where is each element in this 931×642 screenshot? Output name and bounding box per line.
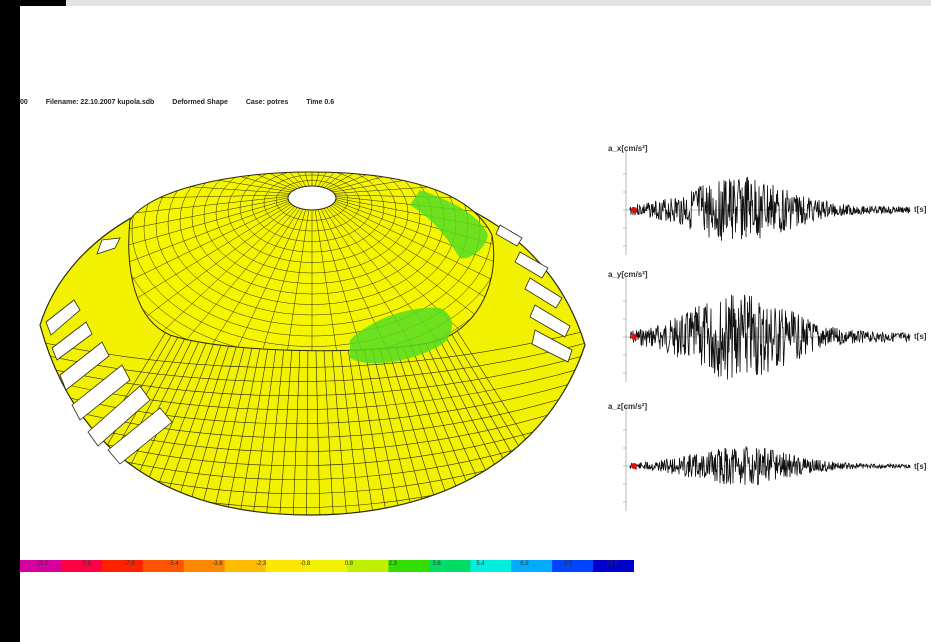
plot-x-xlabel: t[s] <box>914 205 927 214</box>
colorbar-segment <box>511 560 553 572</box>
time-marker <box>631 463 637 469</box>
colorbar-segment <box>429 560 471 572</box>
top-black-strip <box>0 0 66 6</box>
colorbar-tick-label: -0.8 <box>299 561 311 567</box>
colorbar-tick-label: 8.5 <box>564 561 573 567</box>
plot-z-ylabel: a_z[cm/s²] <box>608 402 648 411</box>
colorbar-tick-label: -11.0 <box>35 561 49 567</box>
stress-colorbar <box>20 560 634 572</box>
stress-zone-lower <box>350 307 452 364</box>
time-marker <box>631 207 637 213</box>
colorbar-segment <box>347 560 389 572</box>
accelerogram-panel: a_x[cm/s²] t[s] a_y[cm/s²] t[s] a_z[cm/s… <box>606 140 931 520</box>
colorbar-segment <box>183 560 226 572</box>
colorbar-tick-label: 6.9 <box>520 561 529 567</box>
left-black-border <box>0 0 20 642</box>
analysis-header: 00 Filename: 22.10.2007 kupola.sdb Defor… <box>20 99 350 111</box>
colorbar-tick-label: 3.8 <box>432 561 441 567</box>
colorbar-segment <box>60 560 103 572</box>
colorbar-segment <box>20 560 62 572</box>
colorbar-segment <box>265 560 307 572</box>
header-case: Case: potres <box>245 99 289 106</box>
colorbar-tick-label: -7.8 <box>124 561 135 567</box>
stress-zone-upper <box>410 190 488 259</box>
dome-oculus <box>287 185 337 211</box>
acceleration-signal <box>629 446 911 485</box>
colorbar-segment <box>306 560 348 572</box>
colorbar-labels: -11.0 -9.5 -7.8 -5.4 -3.8 -2.3 -0.8 0.8 2.3 3.8 5.… <box>20 561 634 571</box>
colorbar-tick-label: -5.4 <box>168 561 179 567</box>
header-fragment: 00 <box>20 99 28 106</box>
plot-y-xlabel: t[s] <box>914 332 927 341</box>
plot-x-ylabel: a_x[cm/s²] <box>608 144 648 153</box>
colorbar-tick-label: -3.8 <box>212 561 223 567</box>
colorbar-segment <box>142 560 185 572</box>
colorbar-segment <box>101 560 144 572</box>
colorbar-segment <box>224 560 267 572</box>
colorbar-tick-label: 0.8 <box>344 561 354 567</box>
colorbar-tick-label: 2.3 <box>388 561 397 567</box>
window-openings-left <box>45 237 173 465</box>
colorbar-tick-label: 10.0 <box>606 561 618 567</box>
colorbar-segment <box>388 560 430 572</box>
header-view: Deformed Shape <box>172 99 228 106</box>
colorbar-tick-label: 5.4 <box>476 561 485 567</box>
colorbar-tick-label: -2.3 <box>256 561 267 567</box>
acceleration-signal <box>629 176 911 241</box>
header-filename: Filename: 22.10.2007 kupola.sdb <box>45 99 155 106</box>
accelerogram-charts <box>623 150 911 511</box>
colorbar-segment <box>552 560 594 572</box>
plot-y-ylabel: a_y[cm/s²] <box>608 270 648 279</box>
colorbar-segment <box>470 560 512 572</box>
top-gray-strip <box>66 0 931 6</box>
window-openings-right <box>495 224 573 363</box>
colorbar-segment <box>593 560 634 572</box>
time-marker <box>631 334 637 340</box>
acceleration-signal <box>629 294 911 380</box>
plot-z-xlabel: t[s] <box>914 462 927 471</box>
header-time: Time 0.6 <box>306 99 335 106</box>
dome-mesh-model <box>39 171 586 516</box>
colorbar-tick-label: -9.5 <box>80 561 91 567</box>
